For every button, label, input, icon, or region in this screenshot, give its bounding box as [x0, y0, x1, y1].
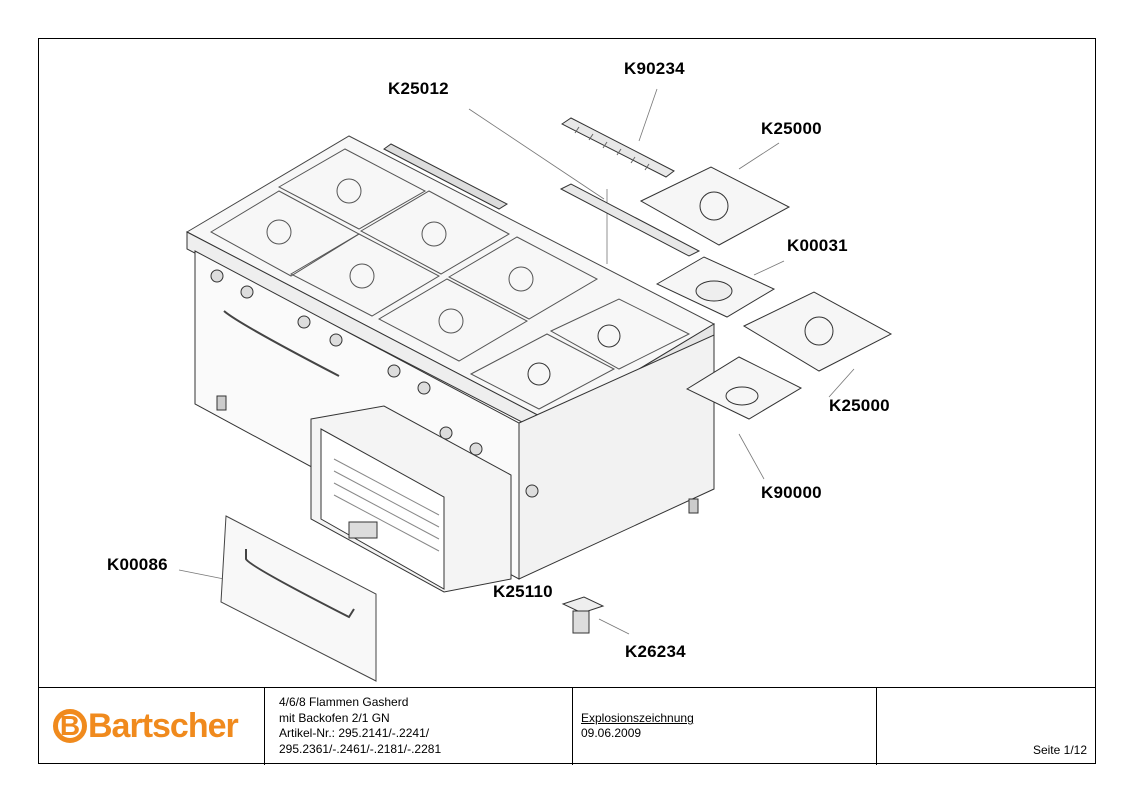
document-cell: Explosionszeichnung 09.06.2009 [573, 688, 877, 765]
part-k00031 [655, 256, 776, 318]
description-line: 4/6/8 Flammen Gasherd [279, 695, 409, 709]
part-k25000-mid [742, 291, 893, 372]
oven-cavity [310, 405, 512, 593]
description-cell: 4/6/8 Flammen Gasherd mit Backofen 2/1 G… [265, 688, 573, 765]
drawing-sheet: K90234 K25012 K25000 K00031 K25000 K9000… [38, 38, 1097, 765]
part-label-k25000-top: K25000 [761, 119, 822, 138]
leader-k00031 [753, 260, 785, 276]
part-k90000 [685, 356, 803, 420]
exploded-view-drawing: K90234 K25012 K25000 K00031 K25000 K9000… [39, 39, 1097, 687]
part-label-k00086: K00086 [107, 555, 168, 574]
document-type: Explosionszeichnung [581, 711, 694, 725]
oven-door [220, 515, 377, 682]
product-description: 4/6/8 Flammen Gasherd mit Backofen 2/1 G… [279, 695, 441, 757]
part-label-k25000-mid: K25000 [829, 396, 890, 415]
part-label-k25110: K25110 [493, 582, 553, 601]
description-line: 295.2361/-.2461/-.2181/-.2281 [279, 741, 442, 756]
part-label-k26234: K26234 [625, 642, 686, 661]
leader-k00086 [178, 569, 225, 580]
leader-k25000-mid [828, 368, 855, 398]
page-cell: Seite 1/12 [877, 688, 1095, 765]
part-k25000-top [639, 166, 791, 246]
leader-lines [178, 88, 855, 635]
logo-b-icon: B [53, 709, 87, 743]
logo-cell: B Bartscher [39, 688, 265, 765]
part-k26234 [561, 596, 605, 634]
title-block: B Bartscher 4/6/8 Flammen Gasherd mit Ba… [39, 687, 1095, 765]
part-label-k90234: K90234 [624, 59, 685, 78]
logo-text: Bartscher [88, 706, 239, 745]
description-line: mit Backofen 2/1 GN [279, 710, 390, 725]
description-line: Artikel-Nr.: 295.2141/-.2241/ [279, 726, 430, 740]
range-illustration [178, 88, 893, 682]
leader-k26234 [598, 618, 630, 635]
part-label-k25012: K25012 [388, 79, 449, 98]
leader-k25012 [468, 108, 605, 200]
leader-k90234 [638, 88, 658, 142]
part-k25012 [559, 183, 701, 257]
leader-k90000 [738, 433, 765, 480]
bartscher-logo: B Bartscher [53, 702, 239, 750]
part-label-k90000: K90000 [761, 483, 822, 502]
document-date: 09.06.2009 [581, 726, 642, 740]
leader-k25000-top [738, 142, 780, 170]
part-label-k00031: K00031 [787, 236, 848, 255]
page-number: Seite 1/12 [1032, 743, 1087, 757]
part-k90234 [561, 117, 675, 178]
